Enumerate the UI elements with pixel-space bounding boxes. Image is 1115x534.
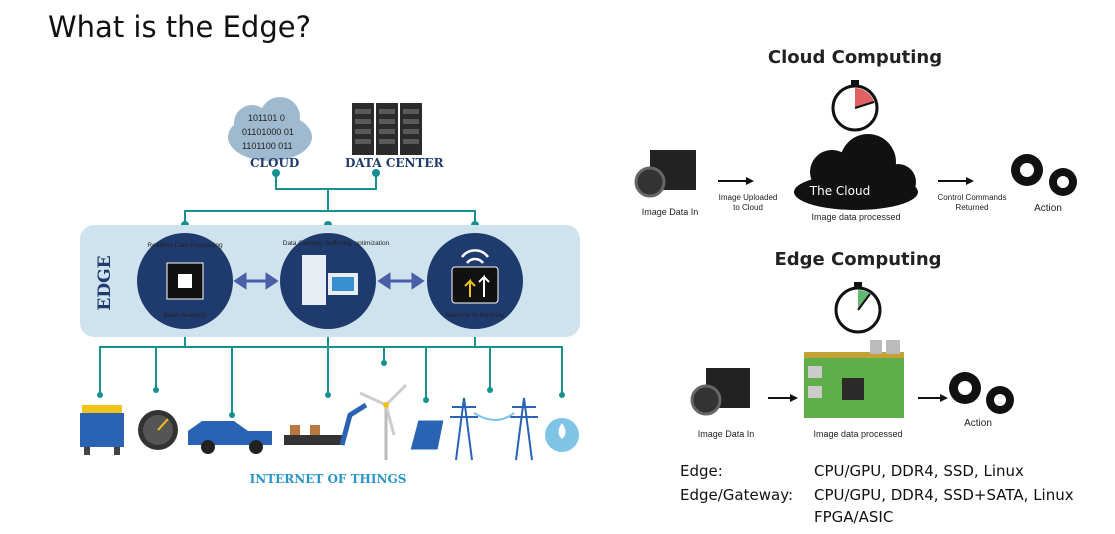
edge-camera-label: Image Data In (698, 429, 755, 439)
top-connectors (181, 169, 479, 229)
cloud-digits-1: 101101 0 (248, 113, 285, 123)
cloud-processed-label: Image data processed (811, 212, 900, 222)
node-realtime-top: Realtime Data Processing (147, 242, 223, 249)
node-realtime: Realtime Data Processing Basic Analytics (137, 233, 233, 329)
node-m2m-bottom: Machine to Machine (446, 312, 505, 319)
spec-edge-name: Edge: (680, 462, 723, 480)
upload-label-1: Image Uploaded (719, 193, 778, 202)
gears-icon (949, 372, 1014, 414)
spec-gateway-value: CPU/GPU, DDR4, SSD+SATA, Linux (814, 486, 1074, 504)
edge-architecture-diagram: 101101 0 01101000 01 1101100 011 CLOUD D… (80, 97, 580, 486)
the-cloud-icon (794, 134, 918, 210)
node-m2m: Machine to Machine (427, 233, 523, 329)
node-caching-top: Data Caching, buffering, optimization (283, 240, 390, 247)
camera-icon (634, 150, 696, 198)
iot-label: INTERNET OF THINGS (250, 472, 407, 486)
arrow-icon (718, 177, 754, 185)
power-tower-icon (450, 397, 538, 461)
stopwatch-slow-icon (831, 80, 879, 132)
upload-label-2: to Cloud (733, 203, 763, 212)
spec-fpga-value: FPGA/ASIC (814, 508, 894, 526)
data-center-icon (352, 103, 422, 155)
arrow-icon (768, 394, 798, 402)
factory-robot-icon (284, 402, 368, 446)
cloud-computing-title: Cloud Computing (768, 47, 942, 68)
node-arrows (233, 272, 425, 290)
water-drop-icon (545, 418, 579, 452)
stopwatch-fast-icon (834, 282, 882, 334)
node-realtime-bottom: Basic Analytics (163, 312, 207, 319)
spec-gateway-name: Edge/Gateway: (680, 486, 794, 504)
solar-panel-icon (409, 419, 445, 451)
data-center-label: DATA CENTER (345, 156, 445, 170)
slide-title: What is the Edge? (48, 10, 311, 44)
gauge-icon (138, 410, 178, 450)
raspberry-pi-board-icon (804, 340, 904, 418)
cloud-digits-2: 01101000 01 (242, 127, 294, 137)
edge-computing-title: Edge Computing (774, 249, 941, 270)
cloud-digits-3: 1101100 011 (242, 141, 293, 151)
gears-icon (1011, 154, 1077, 196)
bottom-connectors (99, 337, 563, 415)
spec-edge-value: CPU/GPU, DDR4, SSD, Linux (814, 462, 1024, 480)
edge-action-label: Action (964, 418, 992, 429)
car-icon (188, 421, 272, 454)
wind-turbine-icon (359, 383, 408, 460)
node-caching: Data Caching, buffering, optimization (280, 233, 390, 329)
arrow-icon (938, 177, 974, 185)
camera-icon (690, 368, 750, 416)
commands-label-1: Control Commands (938, 193, 1007, 202)
arrow-icon (918, 394, 948, 402)
the-cloud-text: The Cloud (809, 184, 870, 198)
edge-processed-label: Image data processed (813, 429, 902, 439)
commands-label-2: Returned (956, 203, 989, 212)
cloud-vs-edge-diagram: Cloud Computing Image Data In Image Uplo… (634, 47, 1077, 439)
cloud-icon: 101101 0 01101000 01 1101100 011 (228, 97, 312, 161)
cloud-label: CLOUD (250, 156, 299, 170)
edge-label: EDGE (95, 255, 115, 310)
cloud-action-label: Action (1034, 203, 1062, 214)
engine-icon (80, 405, 124, 455)
cloud-camera-label: Image Data In (642, 207, 699, 217)
